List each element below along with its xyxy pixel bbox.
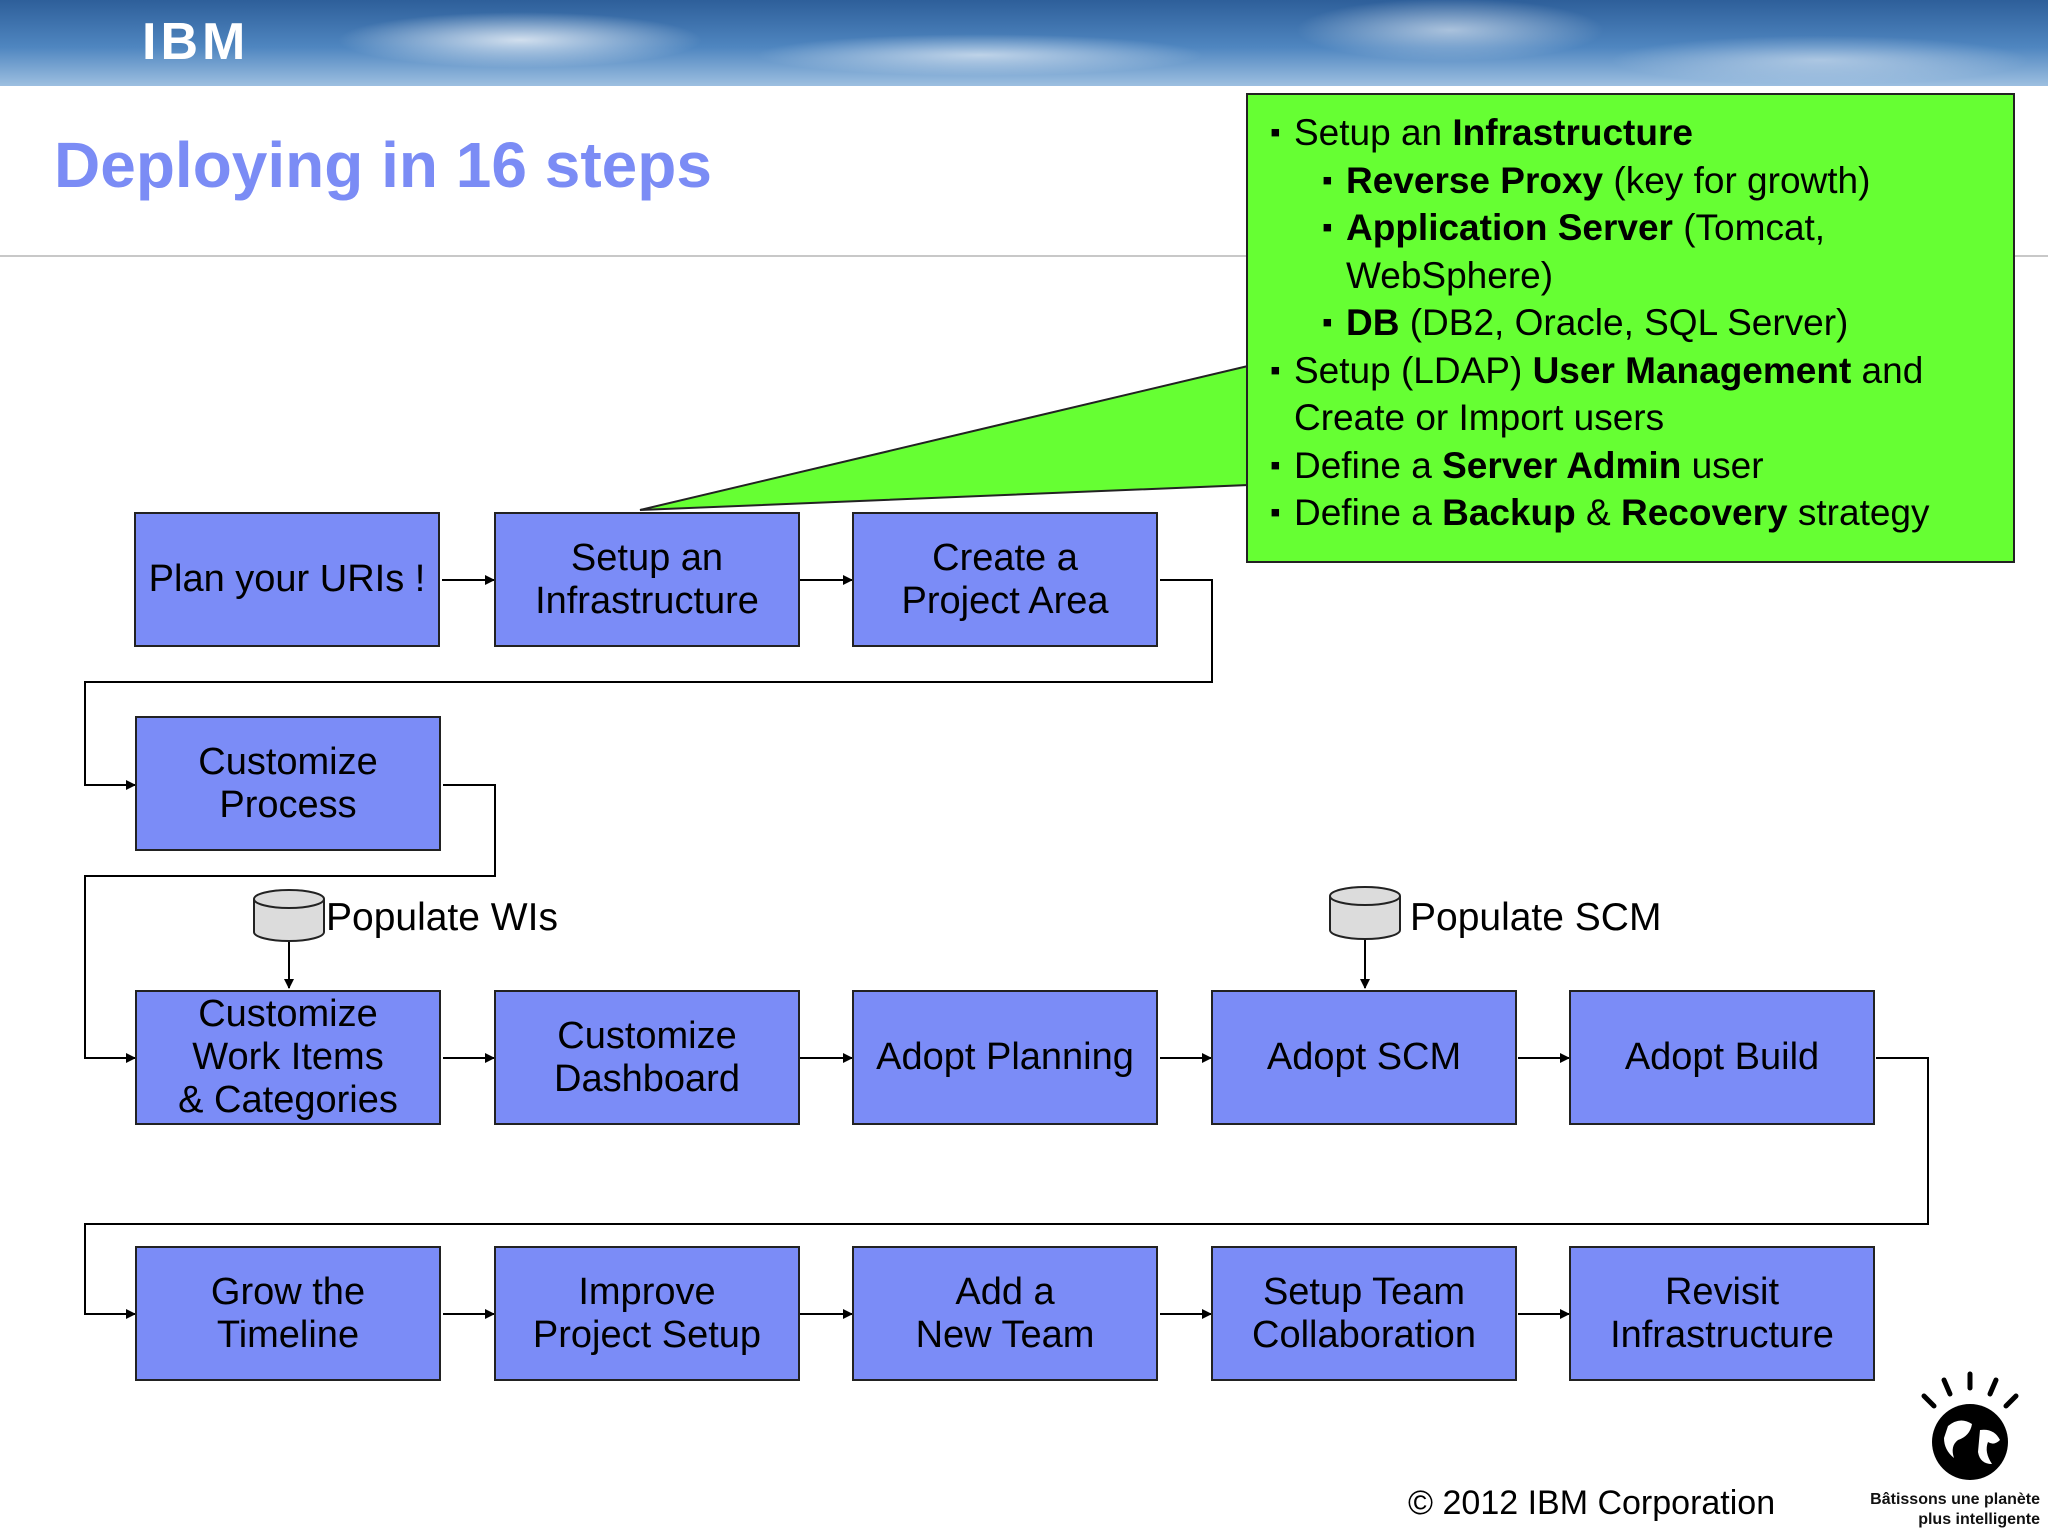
callout-item: Setup (LDAP) User Management and Create … [1270, 347, 1993, 442]
step-setup-team-collaboration: Setup Team Collaboration [1211, 1246, 1517, 1381]
callout-item: Define a Server Admin user [1270, 442, 1993, 490]
step-grow-timeline: Grow the Timeline [135, 1246, 441, 1381]
populate-wis-label: Populate WIs [326, 896, 558, 939]
slide-title: Deploying in 16 steps [54, 129, 712, 201]
step-customize-dashboard: Customize Dashboard [494, 990, 800, 1125]
title-divider [0, 255, 2048, 257]
callout-subitem: DB (DB2, Oracle, SQL Server) [1270, 299, 1993, 347]
step-customize-process: Customize Process [135, 716, 441, 851]
callout-pointer [639, 364, 1249, 511]
step-create-project-area: Create a Project Area [852, 512, 1158, 647]
smarter-planet-logo [1921, 1371, 2019, 1480]
arrow-3-4 [84, 579, 1213, 790]
callout-subitem: Application Server (Tomcat, WebSphere) [1270, 204, 1993, 299]
step-adopt-build: Adopt Build [1569, 990, 1875, 1125]
arrow-9-10 [84, 1057, 1929, 1319]
callout-subitem: Reverse Proxy (key for growth) [1270, 157, 1993, 205]
arrow-4-5 [84, 784, 496, 1063]
database-icon [1329, 886, 1401, 940]
step-setup-infrastructure: Setup an Infrastructure [494, 512, 800, 647]
smarter-planet-tagline: Bâtissons une planète plus intelligente [1870, 1491, 2040, 1528]
database-icon [253, 889, 325, 942]
infrastructure-callout: Setup an Infrastructure Reverse Proxy (k… [1246, 93, 2015, 563]
step-adopt-planning: Adopt Planning [852, 990, 1158, 1125]
populate-scm-label: Populate SCM [1410, 896, 1662, 939]
step-add-new-team: Add a New Team [852, 1246, 1158, 1381]
copyright-notice: © 2012 IBM Corporation [1408, 1484, 1776, 1522]
ibm-logo: IBM [142, 16, 266, 68]
callout-item: Setup an Infrastructure [1270, 109, 1993, 157]
step-revisit-infrastructure: Revisit Infrastructure [1569, 1246, 1875, 1381]
step-improve-project-setup: Improve Project Setup [494, 1246, 800, 1381]
callout-item: Define a Backup & Recovery strategy [1270, 489, 1993, 537]
step-plan-uris: Plan your URIs ! [134, 512, 440, 647]
header-banner: IBM [0, 0, 2048, 86]
step-customize-work-items: Customize Work Items & Categories [135, 990, 441, 1125]
step-adopt-scm: Adopt SCM [1211, 990, 1517, 1125]
